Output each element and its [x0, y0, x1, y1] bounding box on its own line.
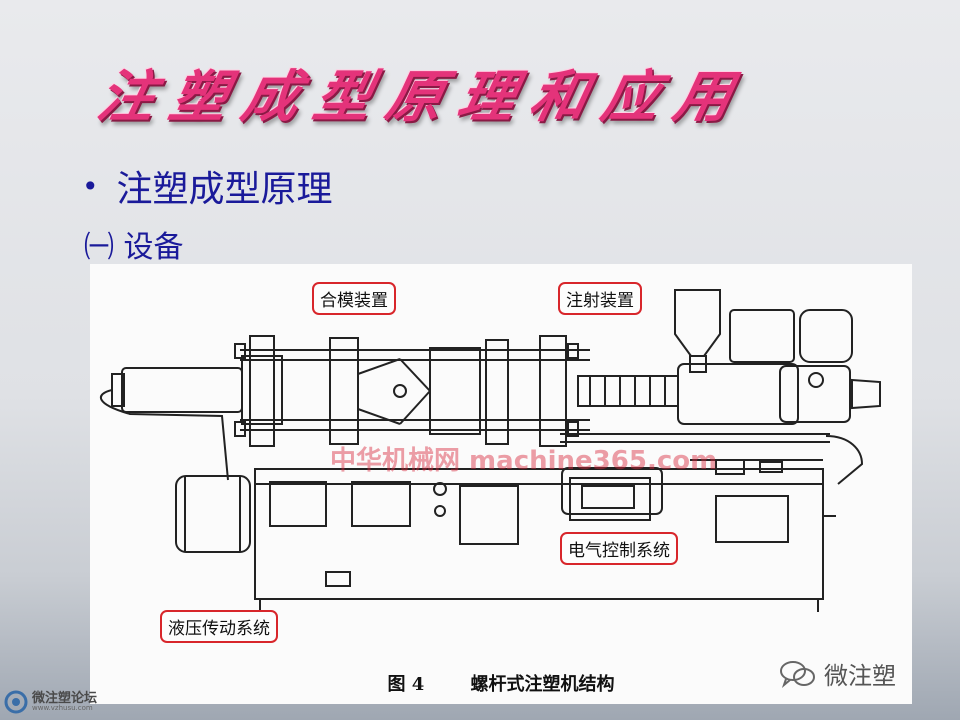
forum-brand: 微注塑论坛 www.vzhusu.com: [4, 690, 97, 714]
figure-caption: 图 4 螺杆式注塑机结构: [90, 670, 912, 696]
hopper: [674, 289, 721, 357]
injection-barrel: [577, 375, 679, 407]
forum-name: 微注塑论坛: [32, 691, 98, 706]
caption-text: 螺杆式注塑机结构: [470, 674, 615, 695]
machine-drawing: [99, 289, 881, 612]
pump-motor: [175, 475, 251, 553]
slide-title: 注塑成型原理和应用: [92, 65, 754, 130]
injection-unit: [677, 363, 799, 425]
callout-hydraulic: 液压传动系统: [160, 610, 278, 643]
callout-electrical: 电气控制系统: [560, 532, 678, 565]
machine-base: [254, 468, 824, 600]
machine-diagram: 合模装置 注射装置 电气控制系统 液压传动系统 中华机械网 machine365…: [90, 264, 912, 704]
bullet-item: • 注塑成型原理: [82, 160, 333, 212]
bullet-text: 注塑成型原理: [116, 169, 333, 210]
moving-platen: [329, 337, 359, 445]
forum-url: www.vzhusu.com: [32, 704, 93, 712]
wechat-icon: [780, 660, 815, 688]
callout-injection: 注射装置: [558, 282, 642, 315]
wechat-brand: 微注塑: [778, 656, 896, 691]
drive-motor: [799, 309, 853, 363]
bullet-icon: •: [82, 169, 99, 203]
sub-heading: ㈠ 设备: [84, 230, 184, 265]
rear-platen: [249, 335, 275, 447]
callout-clamping: 合模装置: [312, 282, 396, 315]
forum-logo-icon: [4, 690, 28, 714]
wechat-name: 微注塑: [824, 662, 896, 690]
watermark: 中华机械网 machine365.com: [330, 446, 718, 476]
clamp-cylinder: [121, 367, 243, 413]
fixed-platen: [539, 335, 567, 447]
control-panel: [561, 467, 663, 515]
caption-number: 图 4: [387, 674, 425, 695]
